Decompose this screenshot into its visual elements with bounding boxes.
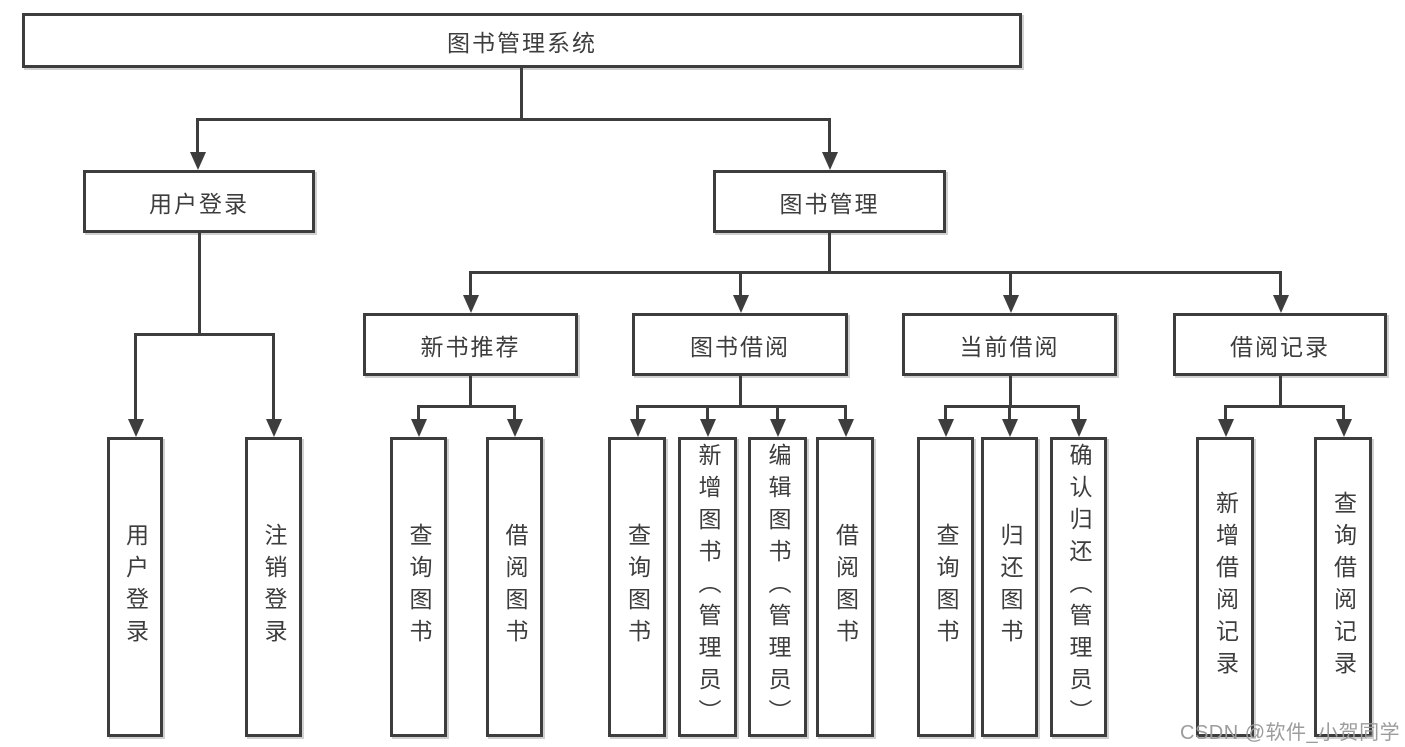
leaf-return-books: 归还图书	[981, 437, 1038, 737]
connector-new-book-rec-hline	[417, 405, 516, 408]
node-user-login: 用户登录	[83, 170, 315, 233]
leaf-query-books-2-label: 查询图书	[624, 523, 651, 651]
leaf-query-books-3-label: 查询图书	[933, 523, 959, 651]
leaf-return-books-label: 归还图书	[997, 523, 1023, 651]
leaf-query-borrow-record-label: 查询借阅记录	[1330, 491, 1357, 683]
leaf-edit-books-admin: 编辑图书（管理员）	[748, 437, 807, 737]
node-library-management-system: 图书管理系统	[22, 13, 1022, 68]
leaf-query-borrow-record: 查询借阅记录	[1314, 437, 1372, 737]
node-borrowing-records: 借阅记录	[1173, 313, 1387, 376]
leaf-add-books-admin-label: 新增图书（管理员）	[695, 443, 721, 731]
leaf-borrow-books-1: 借阅图书	[486, 437, 543, 737]
connector-book-management-stub	[828, 230, 831, 274]
arrow-to-leaf-logout	[265, 333, 282, 437]
arrow-to-book-borrowing	[732, 271, 749, 313]
arrow-to-leaf-query-books-1	[410, 405, 427, 437]
leaf-query-books-2: 查询图书	[608, 437, 666, 737]
leaf-add-books-admin: 新增图书（管理员）	[678, 437, 737, 737]
node-book-borrowing: 图书借阅	[632, 313, 848, 376]
arrow-to-leaf-add-books-admin	[699, 405, 716, 437]
connector-new-book-rec-stub	[469, 374, 472, 407]
leaf-add-borrow-record: 新增借阅记录	[1196, 437, 1254, 737]
connector-root-stub	[520, 66, 523, 121]
arrow-to-leaf-user-login	[127, 333, 144, 437]
leaf-borrow-books-2-label: 借阅图书	[832, 523, 859, 651]
connector-book-borrowing-hline	[636, 405, 847, 408]
arrow-to-leaf-confirm-return-admin	[1070, 405, 1087, 437]
arrow-to-leaf-query-books-3	[937, 405, 954, 437]
arrow-to-leaf-add-borrow-record	[1217, 405, 1234, 437]
connector-book-borrowing-stub	[739, 374, 742, 407]
leaf-logout-login-label: 注销登录	[261, 523, 287, 651]
leaf-user-login: 用户登录	[107, 437, 163, 737]
arrow-to-current-borrowing	[1002, 271, 1019, 313]
leaf-user-login-label: 用户登录	[122, 523, 149, 651]
arrow-to-borrowing-records	[1272, 271, 1289, 313]
node-book-management: 图书管理	[713, 170, 946, 233]
leaf-add-borrow-record-label: 新增借阅记录	[1212, 491, 1239, 683]
arrow-to-leaf-borrow-books-2	[837, 405, 854, 437]
node-new-book-recommendation: 新书推荐	[363, 313, 578, 376]
leaf-query-books-3: 查询图书	[917, 437, 974, 737]
arrow-to-user-login	[189, 118, 206, 170]
leaf-edit-books-admin-label: 编辑图书（管理员）	[765, 443, 791, 731]
csdn-watermark: CSDN @软件_小贺同学	[1180, 722, 1401, 744]
arrow-to-leaf-query-books-2	[629, 405, 646, 437]
leaf-borrow-books-1-label: 借阅图书	[502, 523, 528, 651]
arrow-to-leaf-borrow-books-1	[506, 405, 523, 437]
connector-user-login-stub	[198, 230, 201, 336]
leaf-query-books-1-label: 查询图书	[406, 523, 432, 651]
connector-level3-hline	[469, 271, 1282, 274]
node-current-borrowing: 当前借阅	[902, 313, 1117, 376]
connector-level2-hline	[196, 118, 830, 121]
leaf-confirm-return-admin-label: 确认归还（管理员）	[1066, 443, 1092, 731]
connector-borrowing-records-stub	[1279, 374, 1282, 407]
leaf-borrow-books-2: 借阅图书	[816, 437, 874, 737]
connector-user-login-hline	[134, 333, 275, 336]
leaf-query-books-1: 查询图书	[390, 437, 447, 737]
arrow-to-new-book-recommendation	[462, 271, 479, 313]
arrow-to-leaf-query-borrow-record	[1335, 405, 1352, 437]
connector-current-borrowing-hline	[944, 405, 1080, 408]
leaf-confirm-return-admin: 确认归还（管理员）	[1050, 437, 1107, 737]
arrow-to-leaf-return-books	[1001, 405, 1018, 437]
connector-current-borrowing-stub	[1009, 374, 1012, 407]
arrow-to-book-management	[821, 118, 838, 170]
leaf-logout-login: 注销登录	[245, 437, 302, 737]
connector-borrowing-records-hline	[1224, 405, 1345, 408]
arrow-to-leaf-edit-books-admin	[769, 405, 786, 437]
